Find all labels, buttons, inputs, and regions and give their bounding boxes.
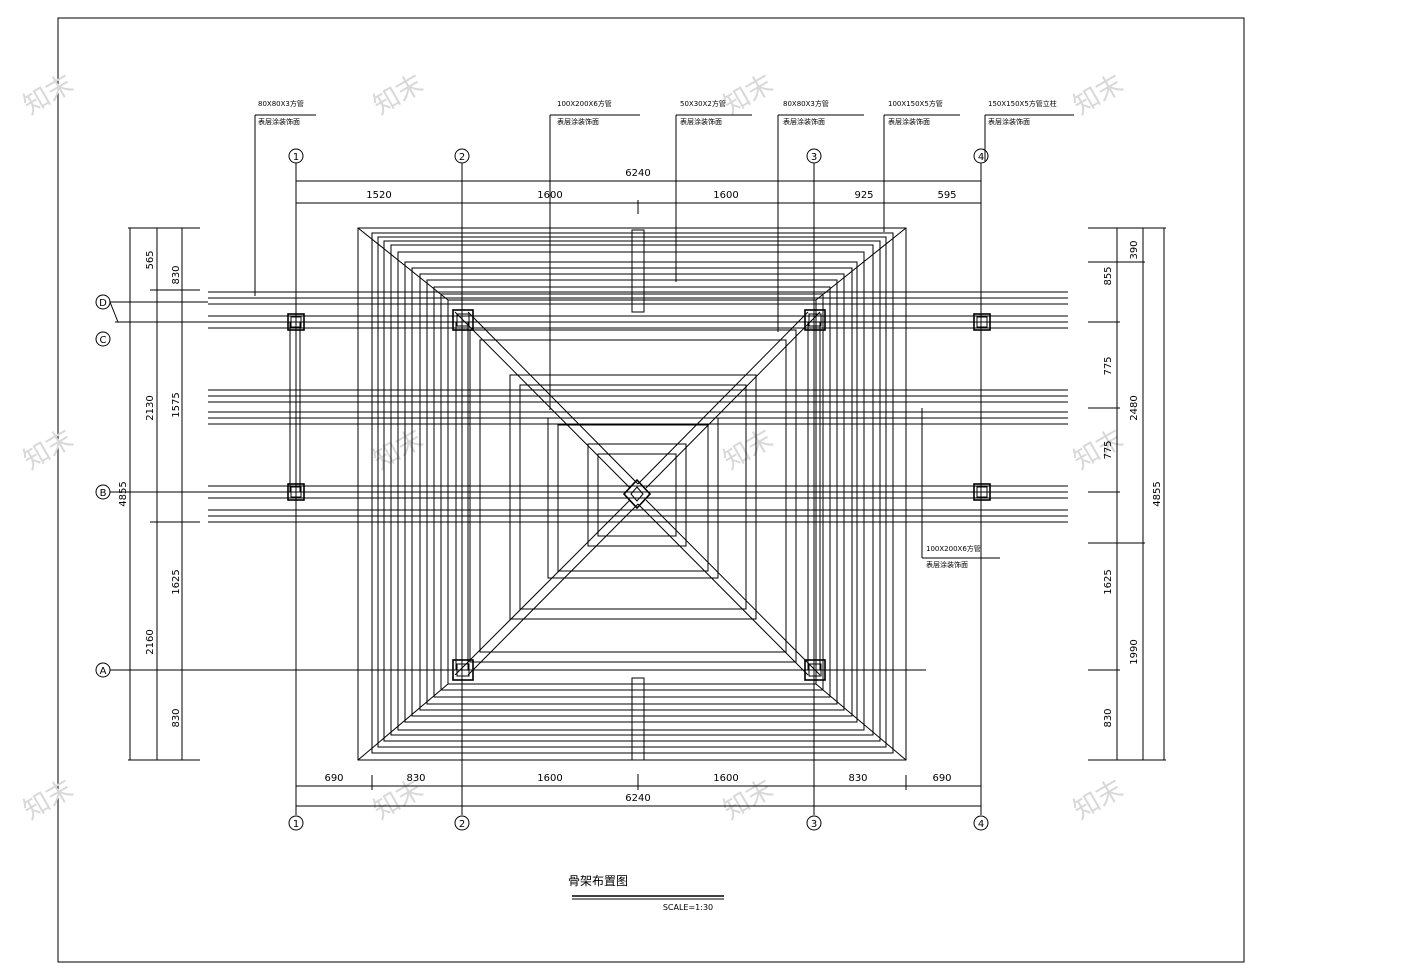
grid-axes [109,163,982,815]
top-dimensions: 6240 1520 1600 1600 925 595 [296,168,981,204]
dim-right-total: 4855 [1152,481,1163,506]
roof-ring [397,251,865,731]
bottom-dimensions: 690 830 1600 1600 830 690 6240 [296,773,981,807]
dim-bottom-total: 6240 [625,793,650,804]
dim-left: 2130 [145,395,156,420]
dim-right: 1990 [1129,639,1140,664]
grid-label-row-c: C [100,335,107,346]
dim-right-inner: 855 [1103,266,1114,285]
dim-bottom: 830 [406,773,425,784]
dim-right-inner: 830 [1103,708,1114,727]
callout-spec: 80X80X3方管 [783,99,829,108]
dim-top-total: 6240 [625,168,650,179]
dim-bottom: 690 [324,773,343,784]
callout-spec: 100X200X6方管 [557,99,612,108]
drawing-border [57,17,1245,963]
center-markers [631,200,645,790]
vertical-members [289,322,821,670]
roof-ring [519,384,747,610]
dim-top: 595 [937,190,956,201]
dim-left: 565 [145,250,156,269]
callout-note: 表层涂装饰面 [926,560,968,569]
title-block: 骨架布置图 SCALE=1:30 [568,874,724,912]
watermark: 知末 [719,69,779,121]
callout-note: 表层涂装饰面 [888,117,930,126]
callout-spec: 50X30X2方管 [680,99,726,108]
callout-note: 表层涂装饰面 [783,117,825,126]
callout-note: 表层涂装饰面 [680,117,722,126]
callout-note: 表层涂装饰面 [557,117,599,126]
grid-label-row-b: B [100,488,107,499]
grid-label-col-4: 4 [978,152,984,163]
callout-note: 表层涂装饰面 [258,117,300,126]
drawing-title: 骨架布置图 [568,874,628,888]
dim-top: 1520 [366,190,391,201]
dim-bottom: 1600 [537,773,562,784]
grid-label-row-a: A [100,666,107,677]
dim-right: 2480 [1129,395,1140,420]
dim-top: 1600 [713,190,738,201]
callout-note: 表层涂装饰面 [988,117,1030,126]
watermark: 知末 [19,774,79,826]
left-dimensions: 4855 565 2130 2160 830 1575 1625 830 [118,227,200,761]
dim-bottom: 1600 [713,773,738,784]
dim-bottom: 830 [848,773,867,784]
dim-left: 2160 [145,629,156,654]
dim-right-inner: 1625 [1103,569,1114,594]
dim-left-inner: 1575 [171,392,182,417]
watermark: 知末 [369,69,429,121]
grid-label-col-2: 2 [459,819,465,830]
callouts: 80X80X3方管 表层涂装饰面 100X200X6方管 表层涂装饰面 50X3… [254,99,1074,569]
watermark: 知末 [1069,424,1129,476]
grid-label-col-3: 3 [811,152,817,163]
dim-top: 925 [854,190,873,201]
dim-bottom: 690 [932,773,951,784]
grid-label-col-4: 4 [978,819,984,830]
watermark: 知末 [19,69,79,121]
dim-left-inner: 830 [171,265,182,284]
callout-spec: 150X150X5方管立柱 [988,99,1057,108]
grid-label-col-1: 1 [293,819,299,830]
grid-label-row-d: D [99,298,107,309]
watermark: 知末 [1069,69,1129,121]
watermarks: 知末 知末 知末 知末 知末 知末 知末 知末 知末 知末 知末 知末 [19,69,1129,826]
dim-right: 390 [1129,240,1140,259]
grid-label-col-3: 3 [811,819,817,830]
roof-ring [587,443,687,547]
grid-label-col-1: 1 [293,152,299,163]
dim-right-inner: 775 [1103,440,1114,459]
roof-ring [469,329,797,663]
roof-ring [479,339,787,653]
callout-spec: 100X200X6方管 [926,544,981,553]
watermark: 知末 [19,424,79,476]
callout-spec: 100X150X5方管 [888,99,943,108]
column [804,309,826,331]
dim-left-inner: 830 [171,708,182,727]
grid-bubbles: 1 2 3 4 1 2 3 4 D C B A [95,148,989,831]
column [973,313,991,331]
columns [287,309,991,681]
drawing-scale: SCALE=1:30 [663,903,713,912]
watermark: 知末 [719,424,779,476]
dim-left-total: 4855 [118,481,129,506]
apex-node [622,478,652,510]
roof-ring [597,453,677,537]
dim-left-inner: 1625 [171,569,182,594]
dim-right-inner: 775 [1103,356,1114,375]
watermark: 知末 [1069,774,1129,826]
column [973,483,991,501]
callout-spec: 80X80X3方管 [258,99,304,108]
roof-ring [509,374,757,620]
hip-beams [454,311,821,676]
column [452,309,474,331]
right-dimensions: 4855 390 2480 1990 855 775 775 1625 830 [1088,227,1166,761]
grid-label-col-2: 2 [459,152,465,163]
horizontal-beams [208,291,1068,523]
